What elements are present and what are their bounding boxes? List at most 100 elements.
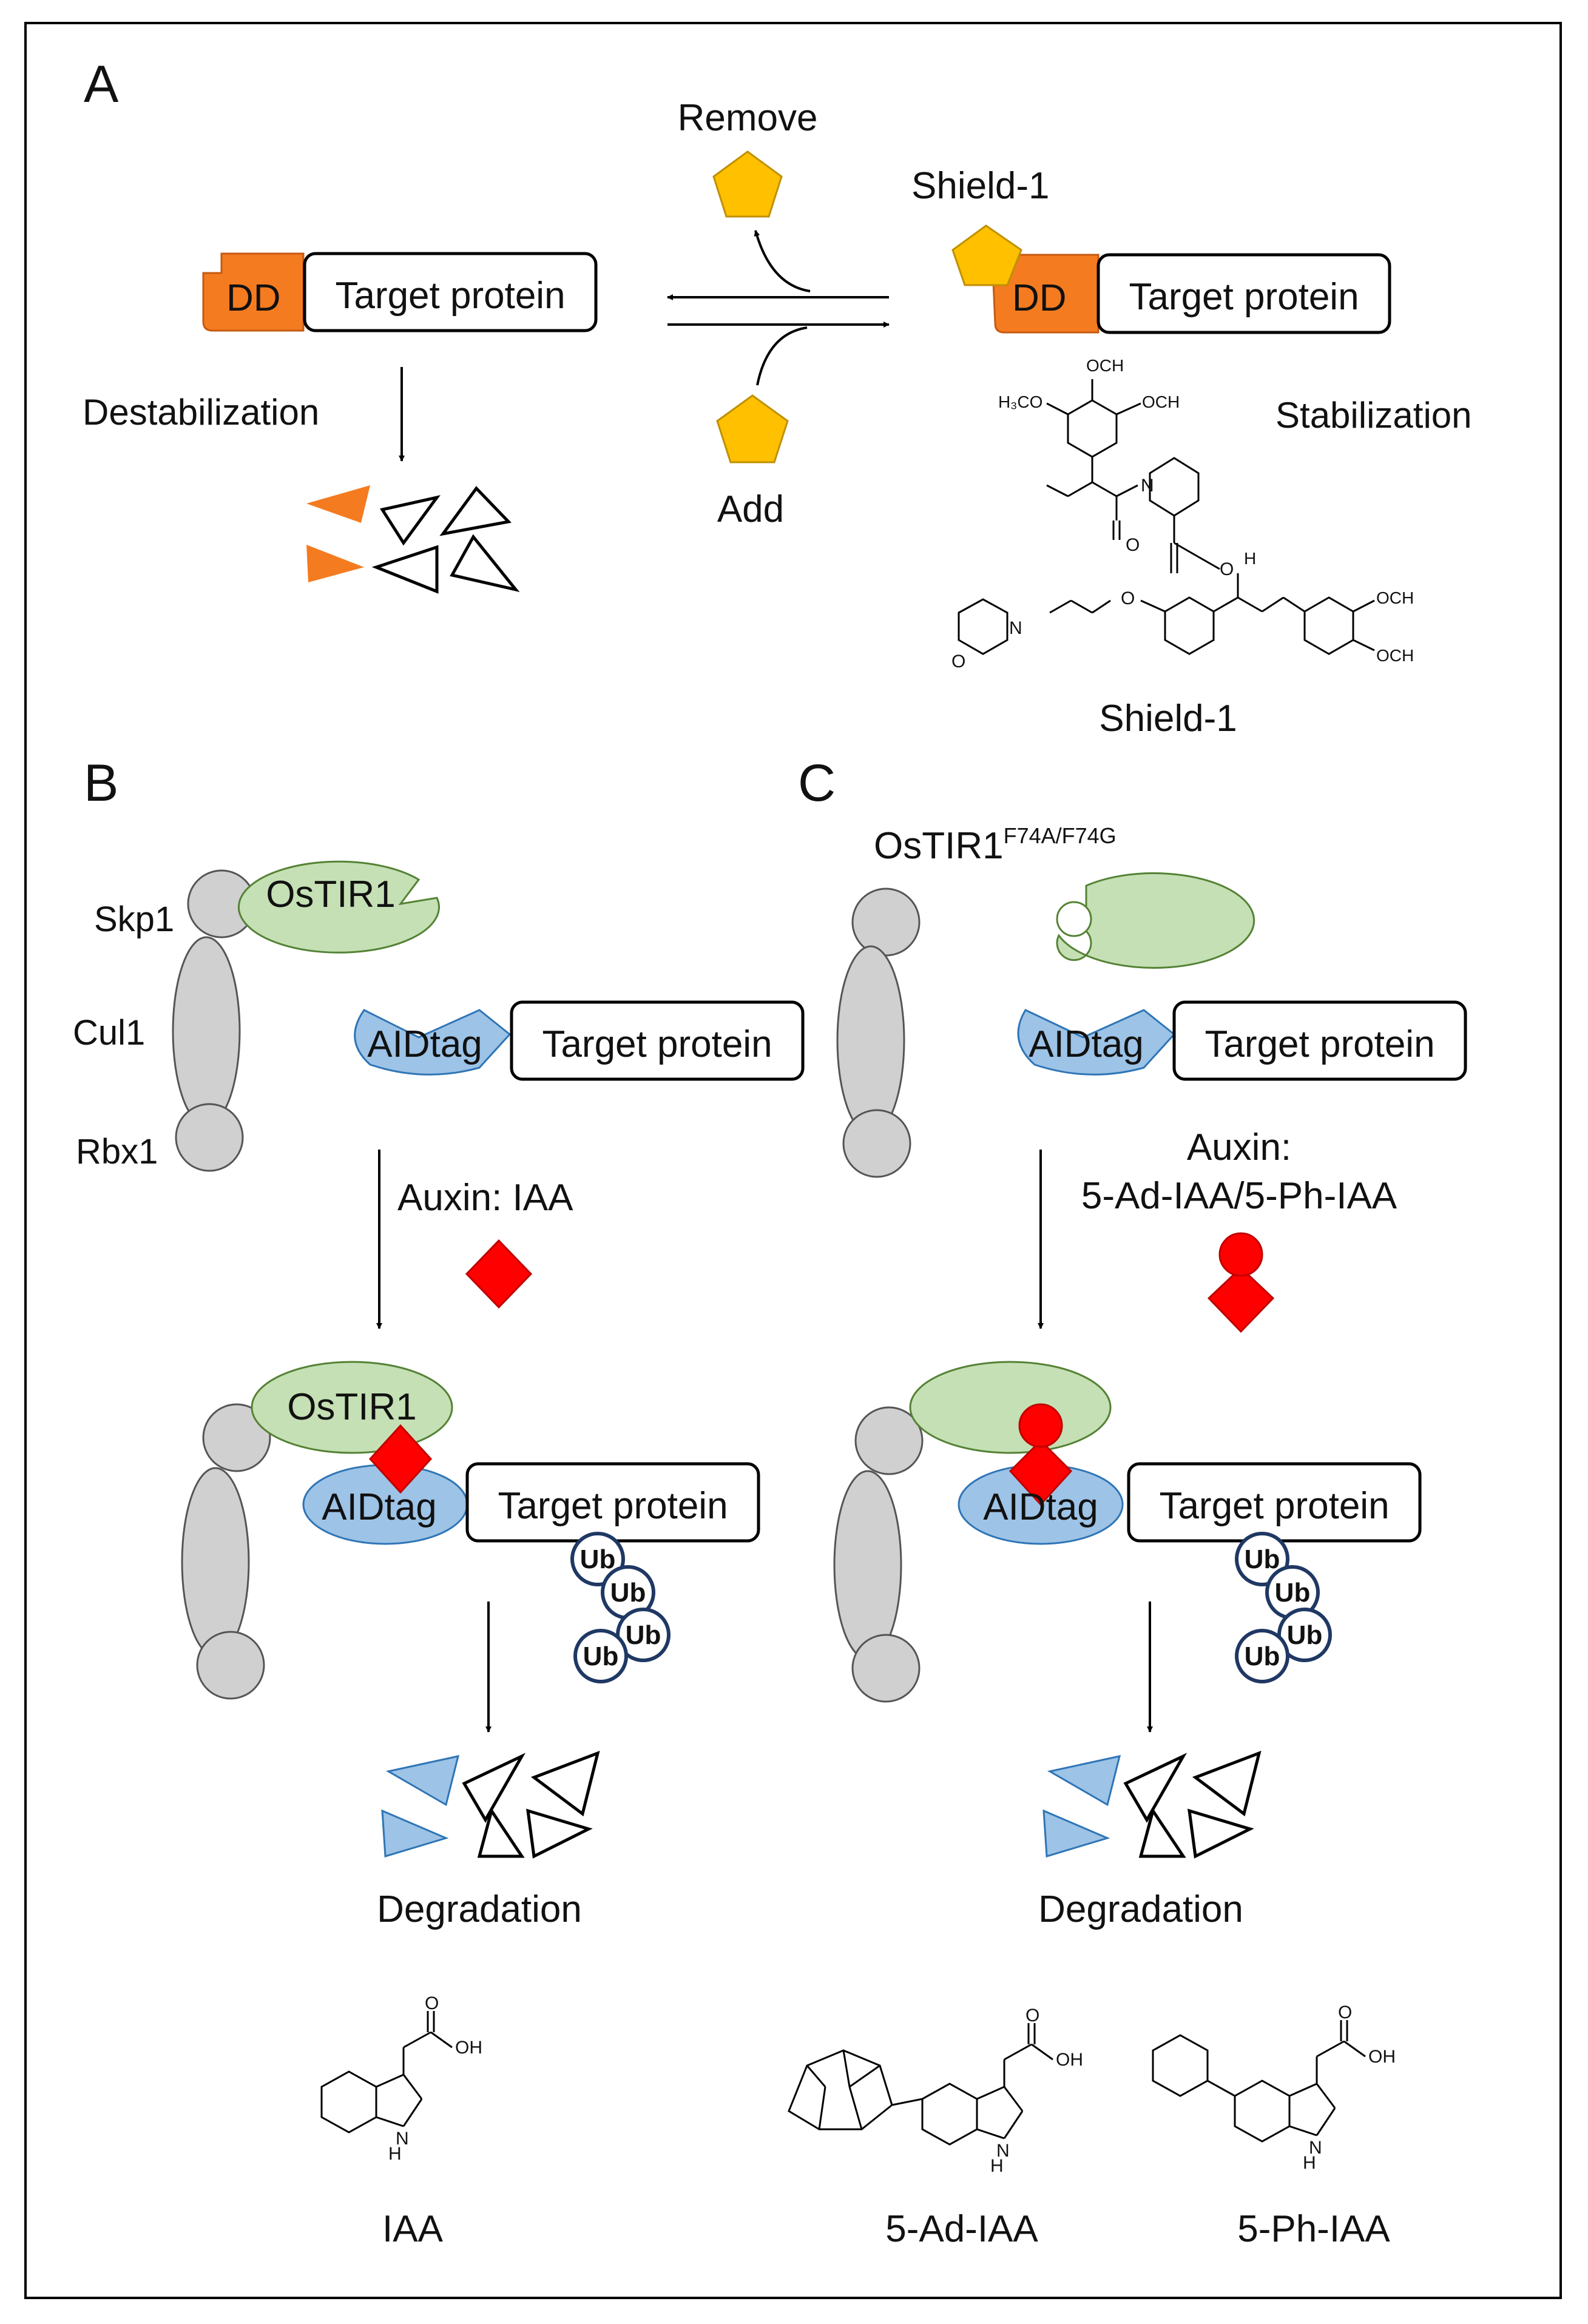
iaa-nh: N xyxy=(396,2129,409,2149)
5-ad-iaa-caption: 5-Ad-IAA xyxy=(885,2208,1038,2250)
cul1-shape-c-bottom xyxy=(833,1470,902,1660)
bumped-auxin-bound xyxy=(1009,1403,1073,1506)
panel-label-a: A xyxy=(84,55,119,113)
target-protein-label-c: Target protein xyxy=(1205,1023,1434,1065)
add-curve-arrow xyxy=(756,326,808,386)
iaa-diamond-bound xyxy=(368,1424,433,1494)
skp1-shape-bottom xyxy=(202,1403,271,1472)
svg-text:Ub: Ub xyxy=(1275,1578,1311,1608)
iaa-h: H xyxy=(388,2144,402,2164)
ostir1-mutant-shape xyxy=(1056,872,1255,969)
degradation-label-b: Degradation xyxy=(377,1888,582,1930)
ostir1-mutant-pocket xyxy=(1056,901,1092,937)
shield-pentagon-add xyxy=(716,394,789,463)
iaa-diamond xyxy=(465,1239,533,1309)
svg-text:Ub: Ub xyxy=(583,1642,619,1671)
ostir1-label-bottom: OsTIR1 xyxy=(287,1386,417,1428)
rbx1-shape xyxy=(175,1103,244,1172)
5-ph-iaa-n: N xyxy=(1309,2138,1322,2158)
shield-1-caption: Shield-1 xyxy=(1099,698,1237,739)
shield-1-structure xyxy=(958,379,1375,655)
ostir1-mutant-shape-bottom xyxy=(909,1361,1112,1454)
shield-pentagon-remove xyxy=(712,150,783,218)
remove-label: Remove xyxy=(678,97,818,139)
ostir1-label: OsTIR1 xyxy=(266,874,396,915)
5-ad-iaa-n: N xyxy=(996,2141,1010,2161)
target-protein-label-b: Target protein xyxy=(542,1023,772,1065)
5-ph-iaa-structure xyxy=(1152,2020,1366,2143)
fragments-b xyxy=(381,1750,600,1859)
svg-text:OCH: OCH xyxy=(1086,356,1124,375)
panel-label-b: B xyxy=(84,754,118,812)
skp1-shape-c xyxy=(851,887,921,957)
svg-text:Ub: Ub xyxy=(580,1544,616,1574)
svg-text:O: O xyxy=(1121,588,1135,608)
orange-fragment xyxy=(306,485,370,523)
orange-fragment xyxy=(306,545,364,582)
rbx1-label: Rbx1 xyxy=(76,1132,158,1171)
svg-text:Ub: Ub xyxy=(610,1578,646,1608)
target-protein-label-b-bottom: Target protein xyxy=(498,1485,728,1527)
shield-1-atom-labels: OCH H ₃CO OCH N O H O O N O OCH OCH xyxy=(951,356,1414,672)
destabilization-label: Destabilization xyxy=(83,392,319,433)
figure-frame xyxy=(24,22,1562,2299)
svg-text:Ub: Ub xyxy=(1287,1620,1323,1650)
ostir-mutant-superscript: F74A/F74G xyxy=(1004,823,1117,848)
aidtag-label-bottom: AIDtag xyxy=(322,1486,437,1528)
ostir1-shape xyxy=(237,860,440,954)
svg-text:Ub: Ub xyxy=(1245,1642,1280,1671)
remove-curve-arrow xyxy=(754,230,811,292)
5-ph-iaa-oh: OH xyxy=(1368,2047,1396,2067)
aidtag-shape-c xyxy=(1017,1009,1176,1076)
target-protein-box-right xyxy=(1096,253,1391,334)
svg-text:₃CO: ₃CO xyxy=(1010,392,1042,411)
ubiquitin-chain-b: Ub Ub Ub Ub xyxy=(570,1532,671,1683)
5-ph-iaa-caption: 5-Ph-IAA xyxy=(1237,2208,1390,2250)
iaa-structure xyxy=(320,2011,453,2134)
svg-text:Ub: Ub xyxy=(626,1620,661,1650)
target-protein-box-left xyxy=(303,252,598,332)
rbx1-shape-c xyxy=(842,1109,911,1178)
svg-text:O: O xyxy=(951,652,965,672)
auxin-label-b: Auxin: IAA xyxy=(397,1177,573,1219)
target-protein-box-b xyxy=(510,1000,805,1081)
white-fragment xyxy=(450,534,520,593)
svg-text:N: N xyxy=(1141,476,1154,496)
dd-label-left: DD xyxy=(226,277,281,319)
svg-text:H: H xyxy=(1244,549,1256,568)
aidtag-label-c: AIDtag xyxy=(1029,1023,1144,1065)
auxin-label-c-line1: Auxin: xyxy=(1187,1127,1291,1168)
5-ad-iaa-o: O xyxy=(1025,2006,1039,2026)
target-protein-label-c-bottom: Target protein xyxy=(1159,1485,1389,1527)
svg-text:OCH: OCH xyxy=(1142,392,1180,411)
iaa-o: O xyxy=(425,1993,439,2013)
aidtag-label: AIDtag xyxy=(367,1023,482,1065)
ostir-mutant-label: OsTIR1F74A/F74G xyxy=(874,823,1117,867)
add-label: Add xyxy=(717,488,784,530)
ubiquitin-chain-c: Ub Ub Ub Ub xyxy=(1235,1532,1332,1683)
stabilization-label: Stabilization xyxy=(1275,395,1472,436)
target-protein-label-right: Target protein xyxy=(1129,276,1359,318)
rbx1-shape-bottom xyxy=(196,1631,265,1700)
shield-1-label-top: Shield-1 xyxy=(911,165,1049,207)
degradation-label-c: Degradation xyxy=(1038,1888,1243,1930)
5-ad-iaa-structure xyxy=(788,2023,1053,2146)
aidtag-shape xyxy=(354,1009,512,1076)
auxin-label-c-line2: 5-Ad-IAA/5-Ph-IAA xyxy=(1081,1175,1397,1217)
cul1-shape-c xyxy=(836,945,905,1136)
skp1-shape-c-bottom xyxy=(854,1406,924,1475)
svg-text:O: O xyxy=(1126,535,1140,555)
svg-text:N: N xyxy=(1009,618,1022,638)
target-protein-label-left: Target protein xyxy=(335,275,565,317)
dd-label-right: DD xyxy=(1012,277,1067,319)
5-ph-iaa-h: H xyxy=(1303,2153,1316,2173)
cul1-label: Cul1 xyxy=(73,1013,145,1053)
svg-text:H: H xyxy=(998,392,1010,411)
cul1-shape-bottom xyxy=(181,1467,250,1657)
5-ad-iaa-h: H xyxy=(990,2156,1004,2176)
svg-text:OCH: OCH xyxy=(1376,646,1414,665)
dd-tag-right xyxy=(991,254,1100,334)
target-protein-box-c xyxy=(1172,1000,1467,1081)
svg-text:Ub: Ub xyxy=(1245,1544,1280,1574)
